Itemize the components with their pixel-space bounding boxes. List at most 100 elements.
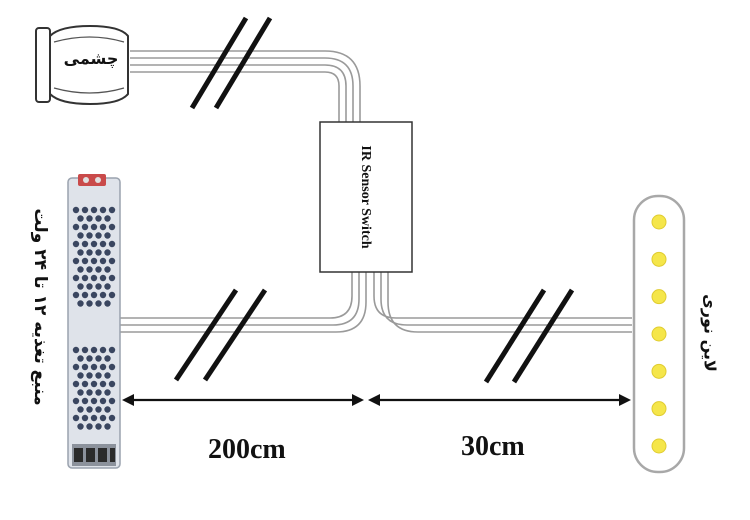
vent-hole [104,249,111,256]
led-dot [651,363,667,379]
vent-hole [104,266,111,273]
vent-hole [86,423,93,430]
vent-hole [99,291,107,299]
vent-hole [77,372,84,379]
break-mark-led-b [511,288,575,384]
vent-hole [72,291,80,299]
vent-hole [108,274,116,282]
break-mark-psu-b [202,288,268,382]
vent-hole [81,206,89,214]
vent-hole [86,232,93,239]
vent-hole [95,283,102,290]
vent-hole [81,240,89,248]
vent-hole [108,363,116,371]
vent-hole [72,274,80,282]
vent-hole [81,291,89,299]
arrowhead-left-end [352,394,364,406]
vent-hole [81,363,89,371]
vent-hole [90,223,98,231]
vent-hole [104,423,111,430]
ir-sensor-switch-label: IR Sensor Switch [358,145,373,249]
vent-hole [81,414,89,422]
vent-hole [108,397,116,405]
vent-hole [104,215,111,222]
vent-hole [90,346,98,354]
led-dot [651,326,667,342]
vent-hole [72,397,80,405]
vent-hole [86,300,93,307]
led-cable [373,272,632,333]
dimension-label-right: 30cm [461,431,525,462]
vent-hole [95,266,102,273]
vent-hole [108,223,116,231]
vent-hole [86,215,93,222]
dimension-arrows [122,394,631,406]
vent-hole [86,372,93,379]
vent-hole [77,389,84,396]
led-dots [651,214,667,454]
vent-hole [77,283,84,290]
psu-vent-holes-bottom [72,346,116,430]
vent-hole [104,372,111,379]
vent-hole [99,240,107,248]
vent-hole [95,300,102,307]
vent-hole [95,389,102,396]
vent-hole [86,406,93,413]
vent-hole [86,266,93,273]
vent-hole [95,232,102,239]
vent-hole [95,372,102,379]
vent-hole [86,249,93,256]
vent-hole [95,249,102,256]
vent-hole [108,346,116,354]
vent-hole [108,291,116,299]
led-strip [632,194,686,474]
vent-hole [72,223,80,231]
vent-hole [99,274,107,282]
cable-break-marks [173,16,575,384]
eye-cable [130,50,361,122]
vent-hole [72,240,80,248]
vent-hole [90,291,98,299]
vent-hole [99,206,107,214]
vent-hole [77,215,84,222]
vent-hole [104,406,111,413]
break-mark-eye-a [189,16,249,110]
vent-hole [108,206,116,214]
arrowhead-right-end [619,394,631,406]
vent-hole [81,346,89,354]
vent-hole [72,414,80,422]
vent-hole [81,223,89,231]
vent-hole [72,346,80,354]
vent-hole [95,423,102,430]
vent-hole [77,423,84,430]
vent-hole [77,406,84,413]
vent-hole [99,257,107,265]
vent-hole [90,274,98,282]
vent-hole [72,206,80,214]
vent-hole [99,346,107,354]
vent-hole [104,232,111,239]
power-supply-label: منبع تغذیه ۱۲ تا ۲۴ ولت [30,208,50,406]
vent-hole [104,300,111,307]
vent-hole [108,257,116,265]
vent-hole [81,397,89,405]
led-strip-label: لاین نوری [700,294,720,372]
vent-hole [108,380,116,388]
vent-hole [90,257,98,265]
vent-hole [77,232,84,239]
ir-sensor-switch-box [319,121,413,273]
vent-hole [108,240,116,248]
vent-hole [108,414,116,422]
vent-hole [81,380,89,388]
vent-hole [104,355,111,362]
vent-hole [81,274,89,282]
vent-hole [90,363,98,371]
vent-hole [77,300,84,307]
led-dot [651,438,667,454]
vent-hole [72,363,80,371]
vent-hole [72,380,80,388]
vent-hole [77,266,84,273]
vent-hole [99,380,107,388]
